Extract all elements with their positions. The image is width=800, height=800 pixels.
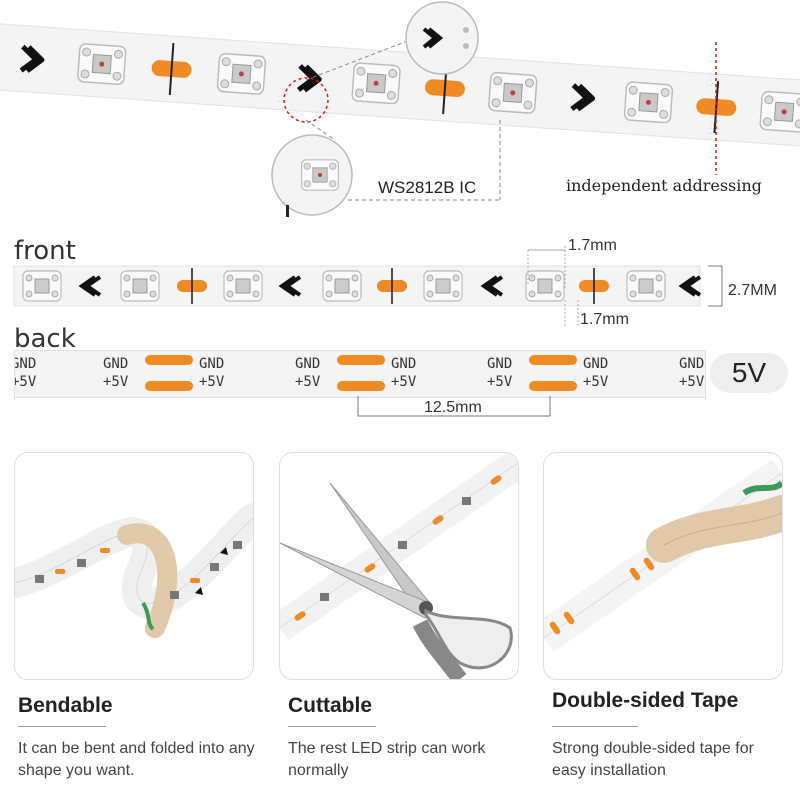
arrow-magnifier <box>405 1 479 75</box>
back-solder-pad <box>145 355 193 365</box>
back-pad-group: GND+5V <box>391 356 417 390</box>
led-magnifier <box>271 134 353 217</box>
back-pad-group: GND+5V <box>15 356 37 390</box>
front-led-chip <box>22 270 62 302</box>
front-dim-width: 2.7MM <box>728 282 777 299</box>
front-dim-bottom: 1.7mm <box>580 311 629 328</box>
voltage-value: 5V <box>731 357 767 388</box>
front-led-chip <box>423 270 463 302</box>
top-led-chip <box>76 42 127 86</box>
pitch-dimension <box>357 396 551 417</box>
back-pad-group: GND+5V <box>103 356 129 390</box>
feature-title-cuttable: Cuttable <box>288 694 372 717</box>
front-led-strip <box>13 246 723 326</box>
back-pad-group: GND+5V <box>583 356 609 390</box>
top-led-strip <box>0 1 800 217</box>
feature-title-bendable: Bendable <box>18 694 113 717</box>
back-solder-pad <box>529 381 577 391</box>
top-led-chip <box>487 71 538 115</box>
feature-divider <box>288 726 376 727</box>
pitch-value: 12.5mm <box>424 399 482 416</box>
top-led-chip <box>623 81 674 124</box>
back-solder-pad <box>145 381 193 391</box>
arrow-highlight-ring <box>283 77 329 123</box>
bendable-image-card <box>14 452 254 680</box>
feature-title-tape: Double-sided Tape <box>552 689 739 712</box>
front-label: front <box>14 236 76 266</box>
back-solder-pad <box>337 355 385 365</box>
feature-desc-tape: Strong double-sided tape for easy instal… <box>552 740 754 779</box>
back-solder-pad <box>337 381 385 391</box>
feature-divider <box>18 726 106 727</box>
front-dim-top: 1.7mm <box>568 237 617 254</box>
tape-image-card <box>543 452 783 680</box>
back-label: back <box>14 324 76 354</box>
addressing-label: independent addressing <box>566 176 762 195</box>
back-solder-pad <box>529 355 577 365</box>
front-led-chip <box>223 270 263 302</box>
front-led-chip <box>626 270 666 302</box>
back-pad-group: GND+5V <box>679 356 705 390</box>
voltage-badge: 5V <box>710 353 788 393</box>
top-led-chip <box>216 52 267 96</box>
top-led-chip <box>759 90 800 134</box>
top-led-chip <box>351 61 402 105</box>
feature-desc-cuttable: The rest LED strip can work normally <box>288 740 486 779</box>
back-pad-group: GND+5V <box>295 356 321 390</box>
back-pad-group: GND+5V <box>487 356 513 390</box>
front-led-chip <box>322 270 362 302</box>
ic-label: WS2812B IC <box>378 178 477 197</box>
feature-divider <box>552 726 638 727</box>
feature-desc-bendable: It can be bent and folded into any shape… <box>18 740 255 779</box>
back-led-strip: GND+5V GND+5V GND+5V GND+5V GND+5V GND+5… <box>14 350 706 398</box>
back-pad-group: GND+5V <box>199 356 225 390</box>
cuttable-image-card <box>279 452 519 680</box>
front-led-chip <box>120 270 160 302</box>
front-led-chip <box>525 270 565 302</box>
